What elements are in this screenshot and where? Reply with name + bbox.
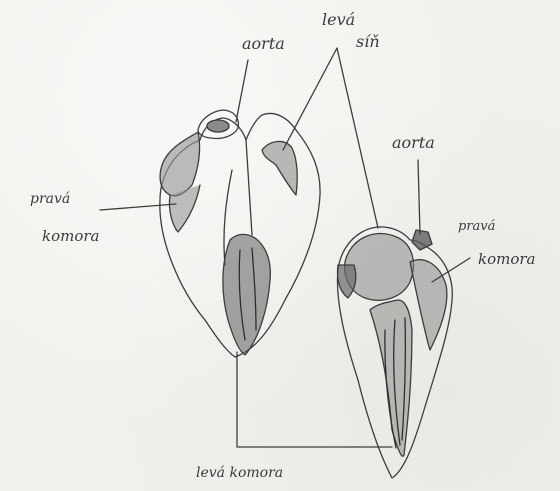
label-aorta-left: aorta: [242, 36, 285, 52]
label-leva-komora: levá komora: [196, 466, 283, 480]
left-ventricle-shade: [223, 234, 270, 355]
label-prava-komora-right-2: komora: [478, 252, 536, 267]
left-atrium-shade: [262, 141, 297, 195]
left-right-ventricle-shade: [160, 132, 200, 196]
label-prava-komora-left-2: komora: [42, 229, 100, 244]
left-aorta-opening: [207, 120, 229, 132]
leader-prava-komora-left: [100, 204, 176, 210]
leader-aorta-left: [236, 60, 248, 122]
label-leva-sin-2: síň: [356, 34, 380, 50]
label-aorta-right: aorta: [392, 135, 435, 151]
right-right-ventricle: [410, 260, 447, 350]
leader-leva-sin: [283, 48, 378, 228]
leader-aorta-right: [418, 160, 420, 234]
left-heart: [160, 110, 320, 357]
label-prava-komora-right-1: pravá: [458, 220, 495, 233]
leader-leva-komora: [237, 352, 392, 447]
label-leva-sin-1: levá: [322, 12, 355, 28]
right-heart: [337, 227, 452, 478]
label-prava-komora-left-1: pravá: [30, 192, 70, 206]
right-aorta-stub: [412, 230, 432, 250]
leader-lines: [100, 48, 470, 447]
